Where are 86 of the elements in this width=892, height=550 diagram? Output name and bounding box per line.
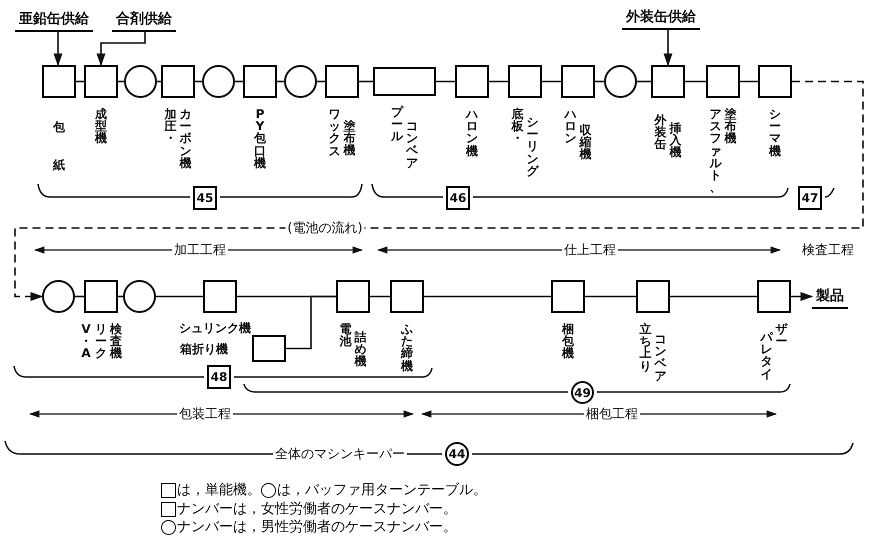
connector-line [235,80,243,82]
supply-label: 外装缶供給 [622,8,700,30]
legend-text: は，単能機。 [177,481,261,499]
connector-line [585,296,636,298]
machine-label: 梱包機 [562,323,574,360]
machine-label: 立ち上り [640,323,652,372]
connector-line [156,296,203,298]
turntable-circle [42,280,75,313]
case-number-box: 46 [446,186,470,210]
machine-label: ザー [776,323,788,348]
connector-line [424,296,551,298]
machine-label: シーリング [526,116,538,178]
turntable-circle [604,65,637,98]
machine-label: プール [391,106,403,143]
connector-line [670,296,757,298]
machine-label: 底板・ [512,108,524,145]
case-number-circle: 49 [571,381,594,404]
machine-label: 成型機 [95,108,107,145]
machine-label: シーマ機 [769,108,781,157]
case-number-box: 45 [193,186,217,210]
machine-label: 塗布機 [344,120,356,157]
machine-label: ハロン機 [466,108,478,157]
machine-label: コンベア [654,333,666,382]
machine-label: 加圧・ [164,108,176,145]
machine-label: リーク [95,323,107,360]
connector-line [489,80,508,82]
connector-line [76,80,84,82]
connector-line [637,80,651,82]
connector-line [317,80,325,82]
machine-label: コンベア [406,120,418,169]
machine-label: 外装缶 [654,114,666,151]
connector-line [277,80,284,82]
process-label: 包装工程 [177,405,233,423]
machine-label: ハロン [564,108,576,145]
machine-label: 挿入機 [670,122,682,159]
connector-line [685,80,706,82]
case-number-box: 47 [798,186,822,210]
connector-line [195,80,202,82]
machine-label: 包紙 [53,119,65,174]
case-number-circle: 44 [445,442,469,466]
arrow [791,292,814,301]
connector-line [286,296,336,350]
connector-line [436,80,455,82]
machine-label: ふた締機 [401,323,413,372]
process-label: 全体のマシンキーパー [273,445,407,463]
machine-label: 箱折り機 [180,341,228,358]
machine-label: PY包口機 [254,108,266,170]
process-label: 梱包工程 [584,405,640,423]
connector-line [595,80,604,82]
edge-label: (電池の流れ) [285,219,365,237]
machine-label: 検査機 [110,323,122,360]
turntable-circle [284,65,317,98]
turntable-circle [202,65,235,98]
machine-label: 詰め機 [354,331,366,368]
connector-line [118,296,123,298]
connector-line [740,80,758,82]
supply-label: 亜鉛缶供給 [15,10,93,32]
connector-line [157,80,161,82]
arrow [664,30,672,66]
supply-label: 製品 [812,287,848,309]
process-label: 検査工程 [800,241,856,259]
machine-label: アスファルト、 [710,108,722,194]
connector-line [118,80,124,82]
machine-label: 収縮機 [580,124,592,161]
supply-label: 合剤供給 [112,10,176,32]
connector-line [370,296,390,298]
arrow [54,32,62,66]
machine-label: 塗布機 [724,108,736,145]
legend-text: ナンバーは，男性労働者のケースナンバー。 [177,518,457,536]
machine-label: パレタイ [760,331,772,380]
machine-label: V・A [80,323,92,360]
legend-text: は，バッファ用ターンテーブル。 [277,481,487,499]
legend-text: ナンバーは，女性労働者のケースナンバー。 [177,500,457,518]
process-label: 仕上工程 [562,241,618,259]
connector-line [359,80,373,82]
arrow [96,32,146,66]
connector-line [542,80,561,82]
machine-label: 電池 [340,323,352,348]
connector-line [75,296,84,298]
machine-label: ワックス [328,108,340,157]
dashed-connector [14,80,864,301]
turntable-circle [123,280,156,313]
machine-label: カーボン機 [180,108,192,170]
machine-label: シュリンク機 [179,320,251,337]
case-number-box: 48 [207,365,231,389]
turntable-circle [124,65,157,98]
